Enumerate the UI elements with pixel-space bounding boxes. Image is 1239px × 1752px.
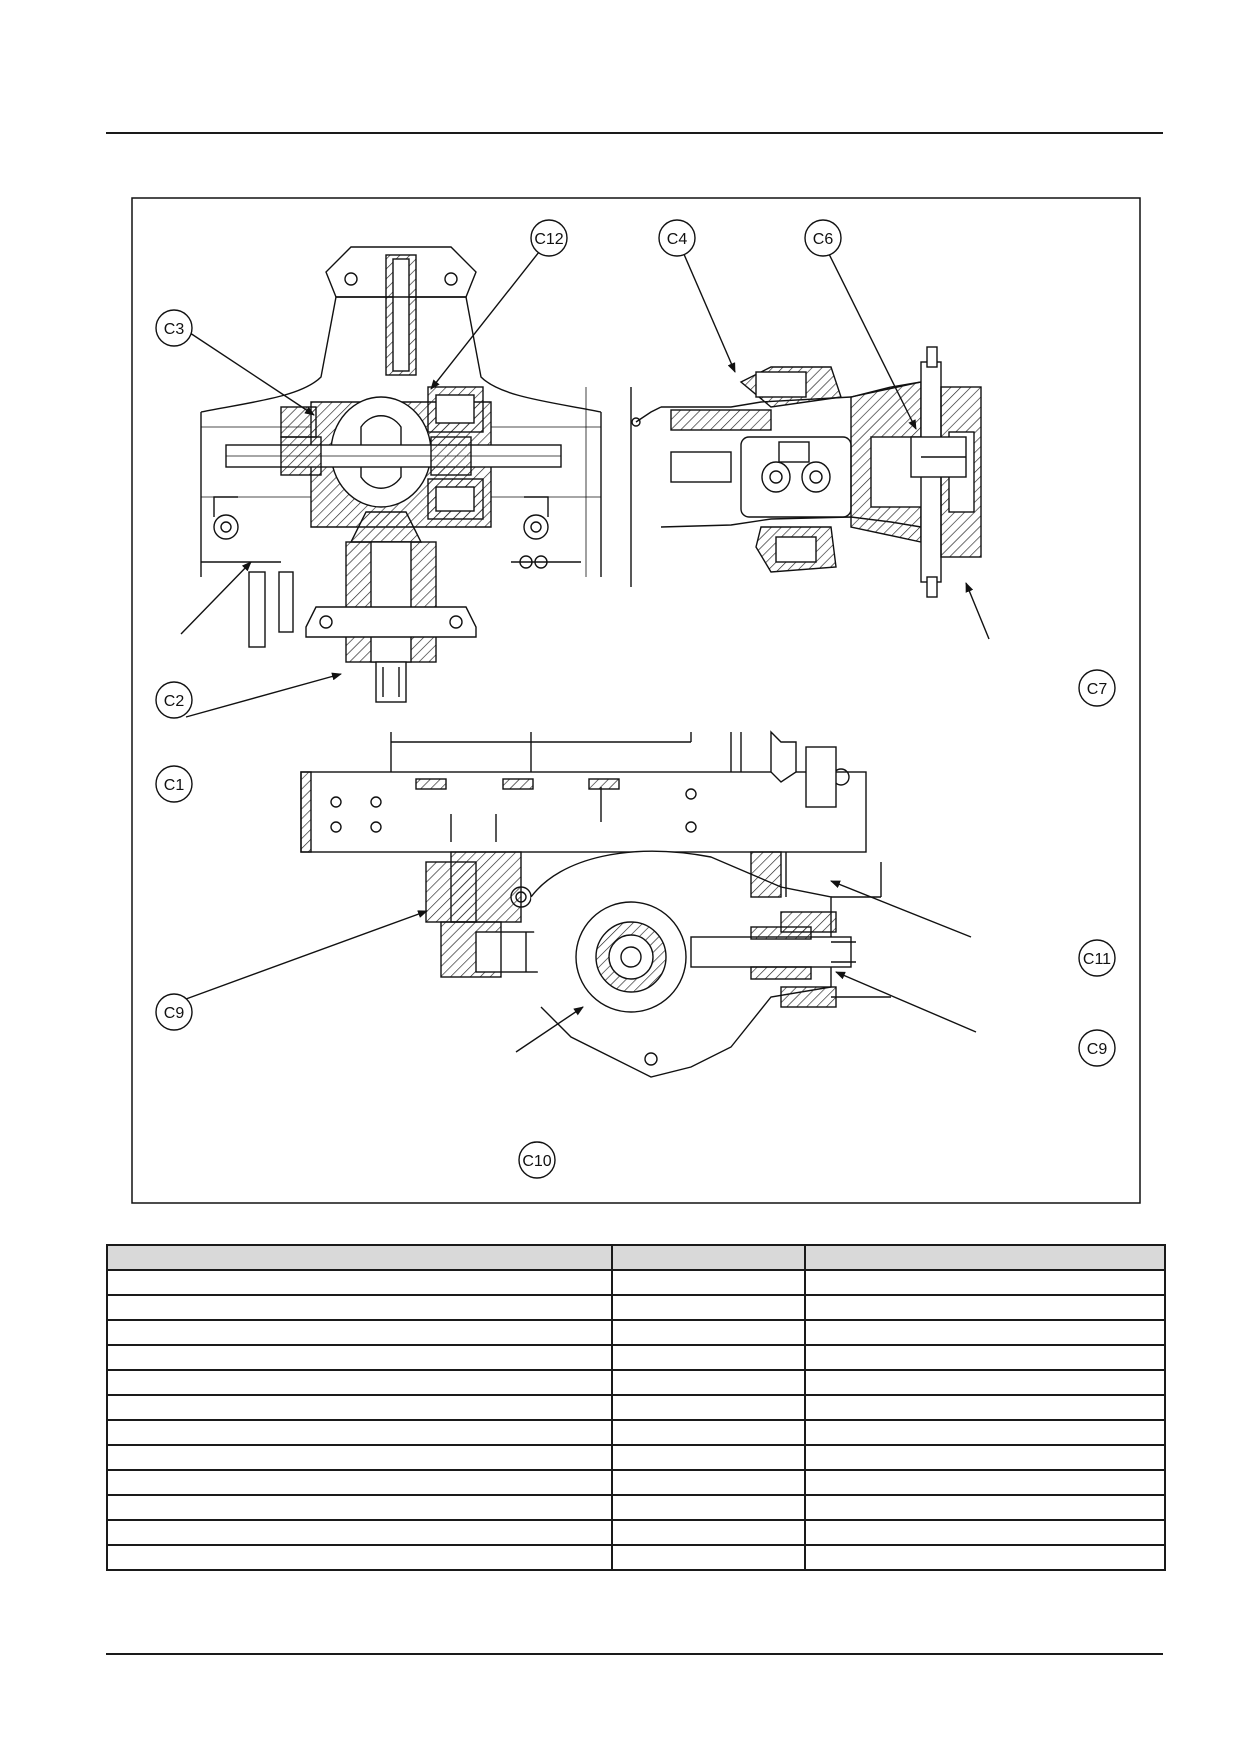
svg-text:C10: C10 [522, 1153, 551, 1170]
table-cell [804, 1519, 1166, 1546]
table-header-cell [804, 1244, 1166, 1271]
table-cell [106, 1269, 613, 1296]
differential-section-view [200, 246, 602, 703]
table-cell [804, 1294, 1166, 1321]
table-cell [804, 1419, 1166, 1446]
table-cell [611, 1494, 806, 1521]
table-cell [804, 1344, 1166, 1371]
callout-c4: C4 [658, 219, 696, 257]
callout-leaders [180, 251, 990, 1053]
svg-text:C7: C7 [1087, 681, 1108, 698]
leader-c7 [965, 582, 990, 640]
table-cell [804, 1369, 1166, 1396]
svg-text:C2: C2 [164, 693, 185, 710]
table-cell [106, 1419, 613, 1446]
table-row [106, 1294, 1166, 1321]
table-cell [106, 1519, 613, 1546]
table-row [106, 1344, 1166, 1371]
table-cell [106, 1544, 613, 1571]
table-cell [611, 1294, 806, 1321]
callout-c9-left: C9 [155, 993, 193, 1031]
table-cell [611, 1319, 806, 1346]
callout-c11: C11 [1078, 939, 1116, 977]
table-row [106, 1369, 1166, 1396]
table-cell [804, 1319, 1166, 1346]
table-row [106, 1269, 1166, 1296]
table-row [106, 1394, 1166, 1421]
svg-text:C1: C1 [164, 777, 185, 794]
table-row [106, 1444, 1166, 1471]
table-cell [106, 1294, 613, 1321]
callout-c3: C3 [155, 309, 193, 347]
svg-text:C11: C11 [1083, 951, 1111, 968]
table-cell [106, 1494, 613, 1521]
leader-c10 [515, 1006, 584, 1053]
leader-c3 [180, 326, 315, 416]
table-header-cell [611, 1244, 806, 1271]
table-cell [611, 1344, 806, 1371]
table-cell [611, 1544, 806, 1571]
leader-c9-right [835, 971, 977, 1033]
table-cell [611, 1519, 806, 1546]
table-cell [611, 1469, 806, 1496]
specification-table [106, 1244, 1166, 1571]
axle-cross-section-figure: C12 C4 C6 C3 C2 C1 C7 C11 C9 C9 C10 [131, 197, 1141, 1204]
leader-c1 [185, 672, 342, 718]
svg-text:C9: C9 [1087, 1041, 1108, 1058]
svg-text:C12: C12 [534, 231, 563, 248]
table-cell [804, 1444, 1166, 1471]
table-cell [611, 1444, 806, 1471]
footer-rule [106, 1653, 1163, 1655]
table-header-cell [106, 1244, 613, 1271]
steering-knuckle-section-view [630, 346, 982, 598]
svg-text:C6: C6 [813, 231, 834, 248]
svg-text:C4: C4 [667, 231, 688, 248]
axle-side-view [300, 730, 891, 1078]
table-cell [106, 1344, 613, 1371]
leader-c2 [180, 561, 252, 635]
table-cell [611, 1394, 806, 1421]
table-row [106, 1544, 1166, 1571]
table-cell [611, 1419, 806, 1446]
callout-c6: C6 [804, 219, 842, 257]
header-rule [106, 132, 1163, 134]
callout-c1: C1 [155, 765, 193, 803]
leader-c11 [830, 880, 972, 938]
table-row [106, 1419, 1166, 1446]
table-cell [804, 1394, 1166, 1421]
table-cell [106, 1369, 613, 1396]
callout-c12: C12 [530, 219, 568, 257]
leader-c6 [827, 251, 917, 430]
callout-c7: C7 [1078, 669, 1116, 707]
table-cell [804, 1269, 1166, 1296]
table-cell [804, 1494, 1166, 1521]
table-cell [804, 1469, 1166, 1496]
leader-c4 [682, 251, 736, 373]
svg-text:C9: C9 [164, 1005, 185, 1022]
table-row [106, 1494, 1166, 1521]
callout-c2: C2 [155, 681, 193, 719]
leader-c9-left [185, 910, 428, 1000]
table-cell [106, 1319, 613, 1346]
table-row [106, 1469, 1166, 1496]
callout-c10: C10 [518, 1141, 556, 1179]
table-cell [611, 1269, 806, 1296]
table-cell [106, 1469, 613, 1496]
svg-text:C3: C3 [164, 321, 185, 338]
callout-c9-right: C9 [1078, 1029, 1116, 1067]
table-cell [611, 1369, 806, 1396]
figure-drawing: C12 C4 C6 C3 C2 C1 C7 C11 C9 C9 C10 [131, 197, 1141, 1204]
table-cell [804, 1544, 1166, 1571]
leader-c12 [430, 251, 540, 390]
table-row [106, 1319, 1166, 1346]
table-cell [106, 1444, 613, 1471]
table-header-row [106, 1244, 1166, 1271]
table-row [106, 1519, 1166, 1546]
table-cell [106, 1394, 613, 1421]
